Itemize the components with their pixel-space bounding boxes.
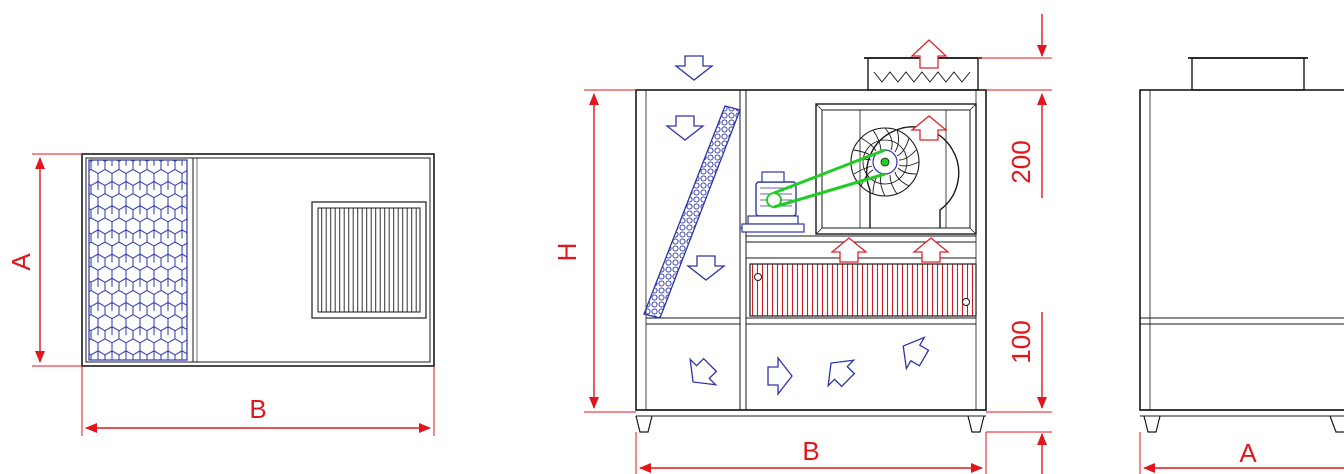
top-view: A B — [6, 153, 435, 436]
side-foot-right — [1329, 415, 1344, 433]
front-view: H B 200 100 — [552, 14, 1052, 474]
label-dim-200: 200 — [1006, 140, 1036, 183]
front-foot-right — [967, 415, 985, 433]
side-outlet-duct — [1191, 57, 1305, 91]
side-casing — [1139, 89, 1344, 411]
label-dim-100: 100 — [1006, 320, 1036, 363]
label-top-b: B — [249, 394, 266, 424]
label-top-a: A — [6, 253, 36, 271]
front-drive-belt — [773, 148, 886, 209]
top-filter — [88, 159, 188, 361]
top-view-inner — [85, 157, 431, 363]
front-bag-filter — [643, 105, 741, 319]
label-side-a: A — [1239, 438, 1257, 468]
front-fan-frame — [815, 103, 977, 235]
front-airflow-blue — [665, 55, 930, 396]
front-outlet-damper — [873, 71, 971, 83]
top-outlet-grille-frame — [311, 201, 427, 319]
side-view: A — [1139, 57, 1344, 474]
front-foot-left — [635, 415, 653, 433]
front-heating-coil — [749, 263, 977, 317]
top-outlet-grille — [317, 207, 421, 313]
top-view-casing — [81, 153, 435, 367]
label-front-b: B — [802, 436, 819, 466]
side-foot-left — [1143, 415, 1161, 433]
label-front-h: H — [552, 243, 582, 262]
front-airflow-red — [830, 39, 950, 263]
front-motor — [740, 171, 805, 233]
front-fan-impeller — [850, 127, 920, 197]
